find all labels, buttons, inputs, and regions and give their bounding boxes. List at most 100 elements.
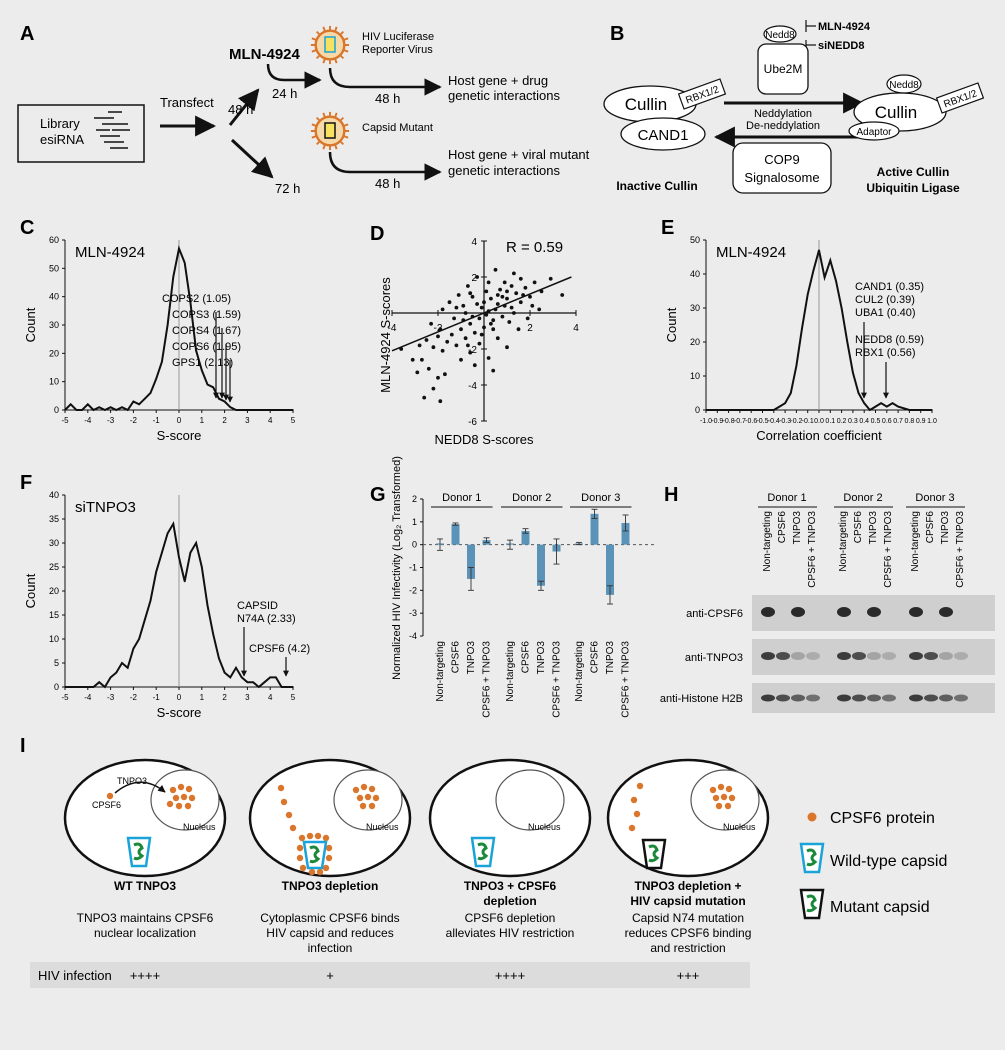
- data-point: [144, 619, 146, 621]
- category-label: Non-targeting: [435, 641, 446, 702]
- category-label: Non-targeting: [505, 641, 516, 702]
- time-72h: 72 h: [275, 181, 300, 196]
- data-point: [64, 409, 66, 411]
- data-point: [206, 383, 209, 386]
- data-point: [840, 307, 843, 309]
- scatter-point: [477, 341, 482, 346]
- data-point: [823, 276, 826, 279]
- annotation-label: UBA1 (0.40): [855, 307, 916, 319]
- scatter-point: [479, 305, 484, 310]
- y-tick-label: 25: [49, 562, 59, 572]
- x-tick-label: -3: [107, 693, 115, 702]
- deneddylation-label: De-neddylation: [746, 120, 820, 132]
- time-48h-b: 48 h: [375, 91, 400, 106]
- data-point: [275, 676, 277, 679]
- scatter-point: [505, 289, 509, 294]
- panel-e-chart: E-1.0-0.9-0.8-0.7-0.6-0.5-0.4-0.3-0.2-0.…: [661, 217, 937, 443]
- scatter-point: [463, 311, 468, 315]
- band-h2b: [852, 694, 866, 702]
- scatter-point: [507, 320, 512, 324]
- x-tick-label: -4: [84, 416, 92, 425]
- y-axis-label: MLN-4924 S-scores: [378, 277, 393, 393]
- panel-letter-a: A: [20, 23, 34, 45]
- y-tick-label: 30: [49, 538, 59, 548]
- data-point: [263, 681, 266, 683]
- band-h2b: [882, 694, 896, 702]
- y-tick-label: 15: [49, 610, 59, 620]
- scatter-point: [516, 327, 521, 332]
- category-label: CPSF6: [521, 641, 532, 674]
- drug-to-virus-arrow: [266, 63, 322, 89]
- data-point: [880, 402, 882, 405]
- band-tnpo3: [867, 652, 881, 660]
- data-point: [767, 409, 769, 411]
- data-point: [280, 409, 283, 411]
- y-tick-label: 35: [49, 514, 59, 524]
- data-point: [64, 686, 66, 688]
- cytoplasmic-cpsf6-dots: [628, 782, 644, 832]
- data-point: [126, 667, 129, 669]
- data-point: [789, 392, 792, 394]
- x-tick-label: -1: [153, 693, 161, 702]
- data-point: [201, 369, 203, 372]
- x-tick-label: 0.4: [859, 418, 869, 425]
- x-tick-label: -4: [84, 693, 92, 702]
- data-point: [195, 542, 197, 544]
- mutant-capsid-icon: [641, 838, 667, 870]
- blot-label-cpsf6: anti-CPSF6: [686, 608, 743, 620]
- data-point: [69, 686, 72, 688]
- data-point: [138, 638, 140, 640]
- inhibitor-mln4924: MLN-4924: [818, 21, 871, 33]
- scatter-point: [443, 372, 447, 377]
- branch-down-arrow: [230, 138, 274, 179]
- cell-title-line2: depletion: [483, 894, 536, 908]
- band-h2b: [909, 694, 923, 702]
- y-tick-label: 40: [49, 490, 59, 500]
- data-point: [109, 406, 112, 408]
- branch-up-arrow: [228, 88, 260, 126]
- scatter-point: [548, 276, 553, 281]
- x-tick-label: 4: [268, 416, 273, 425]
- cell-wt-tnpo3: Nucleus TNPO3 CPSF6: [63, 758, 227, 878]
- scatter-point: [417, 343, 422, 348]
- data-point: [835, 280, 837, 282]
- band-tnpo3: [837, 652, 851, 660]
- infection-level: +: [326, 968, 334, 983]
- x-tick-label: -4: [388, 323, 397, 334]
- scatter-point: [500, 314, 505, 319]
- cell-desc-line1: TNPO3 maintains CPSF6: [77, 911, 214, 925]
- y-tick-label: 10: [49, 377, 59, 387]
- nucleus-label: Nucleus: [723, 822, 756, 832]
- x-tick-label: 1: [200, 693, 205, 702]
- data-point: [750, 409, 752, 411]
- band-h2b: [776, 694, 790, 702]
- category-label: TNPO3: [466, 641, 477, 675]
- chart-title: MLN-4924: [75, 244, 145, 261]
- y-axis-label: Normalized HIV Infectivity (Log₂ Transfo…: [391, 456, 403, 680]
- panel-letter: G: [370, 484, 386, 506]
- data-point: [908, 409, 911, 411]
- virus-to-outcome2-arrow: [328, 151, 442, 181]
- scatter-point: [454, 305, 459, 310]
- blot-tnpo3: [752, 639, 995, 675]
- data-point: [240, 676, 243, 679]
- cand1-label: CAND1: [638, 127, 689, 144]
- x-tick-label: -2: [130, 693, 138, 702]
- caption-cell-2: TNPO3 depletion Cytoplasmic CPSF6 binds …: [260, 879, 399, 983]
- data-point: [263, 409, 266, 411]
- data-point: [240, 409, 243, 411]
- data-point: [869, 409, 871, 411]
- infection-row-bg: [30, 962, 750, 988]
- x-tick-label: -0.8: [723, 418, 735, 425]
- x-tick-label: 1.0: [927, 418, 937, 425]
- y-tick-label: 0: [54, 405, 59, 415]
- wt-capsid-icon: [302, 840, 328, 870]
- rbx-inactive-node: [677, 78, 727, 110]
- lane-label: Non-targeting: [762, 511, 773, 572]
- data-point: [126, 409, 129, 411]
- lane-label: TNPO3: [868, 511, 879, 545]
- x-tick-label: 0.8: [905, 418, 915, 425]
- scatter-point: [456, 293, 461, 297]
